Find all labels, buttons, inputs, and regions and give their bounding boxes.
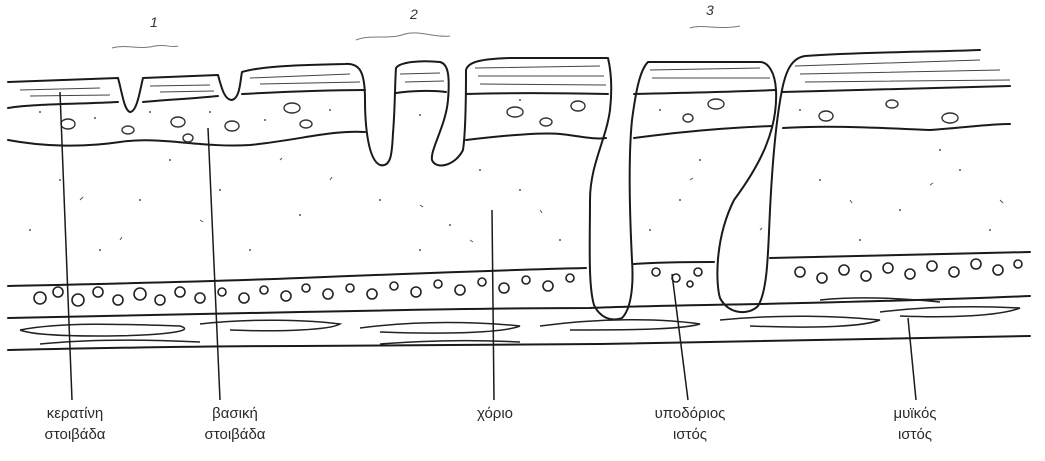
label-muscle-line2: ιστός [860,424,970,445]
label-keratin-line2: στοιβάδα [20,424,130,445]
label-basal-line1: βασική [180,403,290,424]
label-basal-layer: βασική στοιβάδα [180,403,290,445]
label-muscle-line1: μυϊκός [860,403,970,424]
basal-leader-line [208,128,220,400]
label-subcutaneous-line1: υποδόριος [630,403,750,424]
label-basal-line2: στοιβάδα [180,424,290,445]
dermis-stippling [29,99,991,251]
basal-dermis-boundary [8,124,1010,146]
keratin-basal-boundary [8,86,1010,108]
label-keratin-line1: κερατίνη [20,403,130,424]
subcutaneous-leader-line [672,274,688,400]
muscle-fibers [20,298,1020,344]
dermis-subcutaneous-boundary [8,252,1030,286]
figure-number-2: 2 [410,6,418,22]
label-keratin-layer: κερατίνη στοιβάδα [20,403,130,445]
label-dermis-line1: χόριο [450,403,540,424]
dermis-marks [80,158,1003,242]
number-marks [112,26,740,48]
label-subcutaneous-line2: ιστός [630,424,750,445]
label-subcutaneous-tissue: υποδόριος ιστός [630,403,750,445]
figure-number-1: 1 [150,14,158,30]
muscle-bottom-boundary [8,336,1030,350]
label-dermis: χόριο [450,403,540,424]
keratin-leader-line [60,92,72,400]
muscle-leader-line [908,318,916,400]
dermis-leader-line [492,210,494,400]
figure-number-3: 3 [706,2,714,18]
subcutaneous-muscle-boundary [8,296,1030,318]
label-muscle-tissue: μυϊκός ιστός [860,403,970,445]
